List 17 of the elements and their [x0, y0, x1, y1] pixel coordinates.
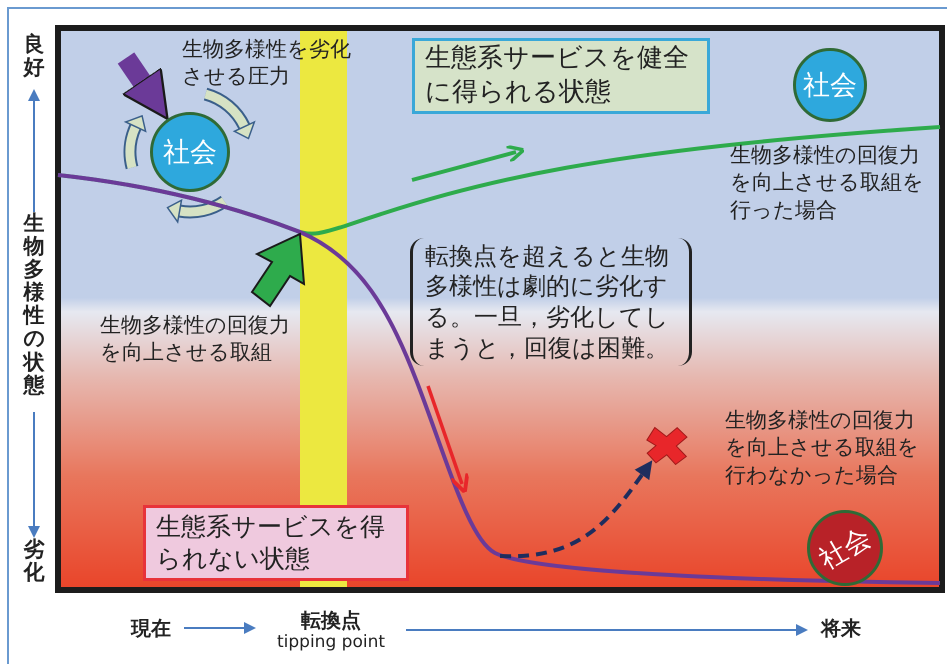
pressure-arrow — [118, 52, 169, 120]
bracketed-note: 転換点を超えると生物多様性は劇的に劣化する。一旦，劣化してしまうと，回復は困難。 — [410, 238, 692, 366]
state-axis-label: 生物多様性の状態 — [20, 212, 48, 412]
axis-arrow — [406, 624, 808, 636]
annotation-text: 生物多様性の回復力を向上させる取組を行わなかった場合 — [725, 407, 920, 489]
time-axis-label: 転換点 tipping point — [256, 600, 406, 660]
state-axis-label: 劣化 — [20, 538, 48, 594]
time-axis-label: 現在 — [118, 612, 184, 644]
axis-arrow — [28, 412, 40, 538]
axis-arrow — [184, 622, 256, 634]
axis-arrow — [28, 89, 40, 212]
state-box: 生態系サービスを得られない状態 — [143, 505, 409, 581]
state-axis-label: 良好 — [20, 33, 48, 89]
annotation-text: 生物多様性の回復力を向上させる取組 — [100, 312, 291, 366]
annotation-text: 生物多様性の回復力を向上させる取組を行った場合 — [730, 142, 925, 224]
time-axis-label: 将来 — [808, 612, 874, 644]
state-box: 生態系サービスを健全に得られる状態 — [412, 38, 710, 114]
